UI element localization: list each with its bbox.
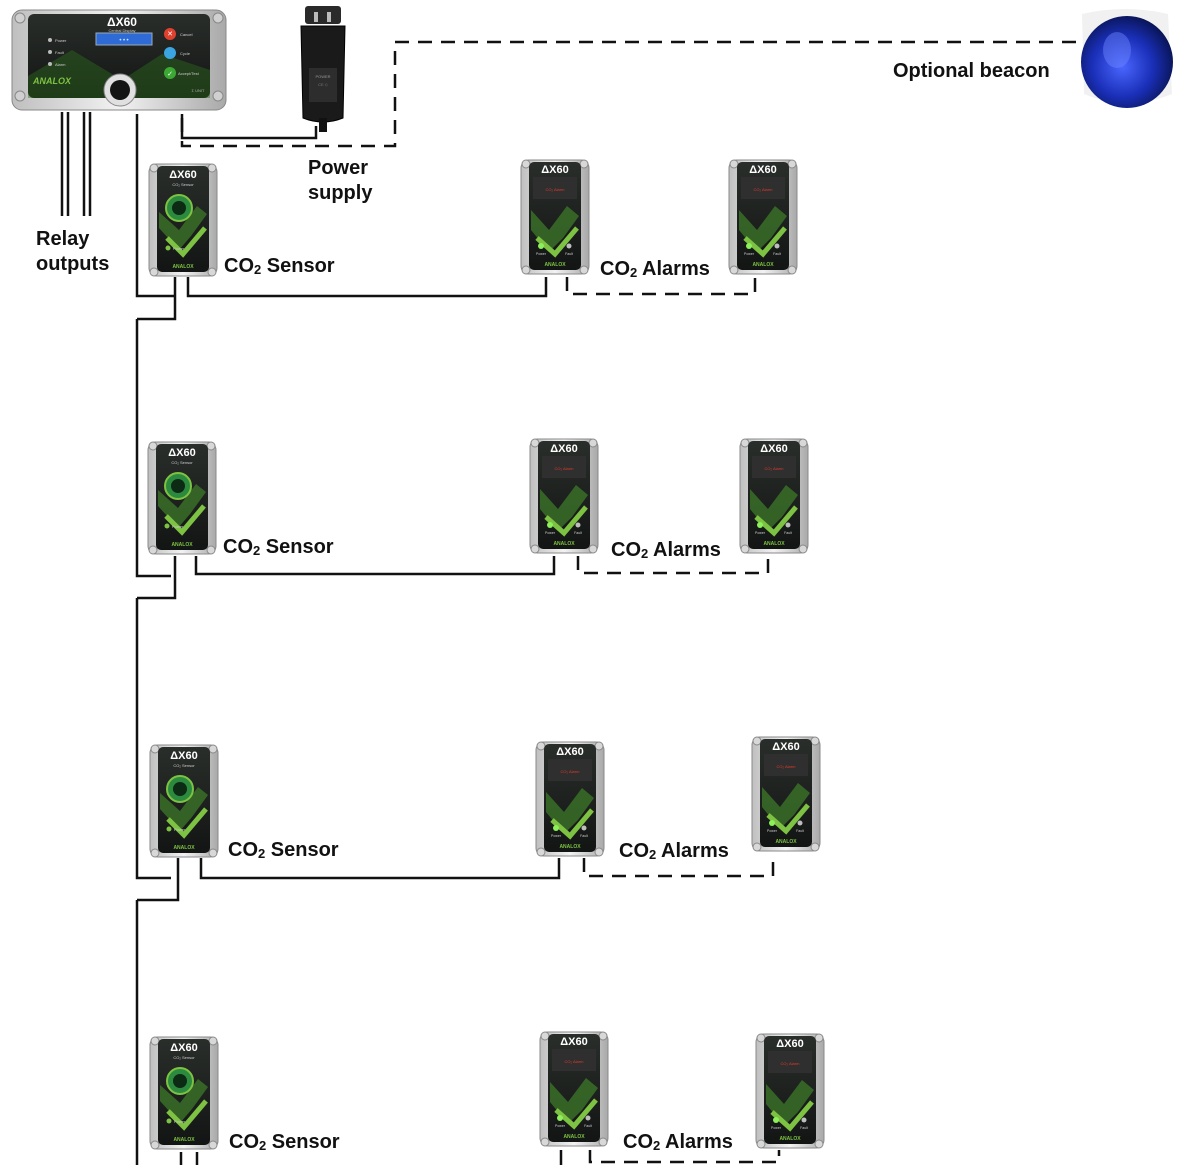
bus-link-wire — [137, 858, 180, 902]
svg-text:✕: ✕ — [167, 30, 173, 38]
co2-alarm-unit — [540, 1032, 608, 1146]
beacon-wire — [180, 40, 1082, 148]
co2-sensor-label: CO2 Sensor — [229, 1131, 340, 1153]
svg-text:Power: Power — [55, 38, 67, 43]
bus-wire — [135, 319, 171, 578]
bus-link-wire — [137, 277, 177, 321]
power-supply-label: Power supply — [308, 156, 372, 206]
co2-alarms-label: CO2 Alarms — [611, 539, 721, 561]
alarm-link-wire — [576, 556, 770, 575]
co2-alarm-unit — [536, 742, 604, 856]
central-display-unit: ΔX60 Central Display ••• Power Fault Ala… — [11, 9, 227, 111]
svg-text:ANALOX: ANALOX — [32, 76, 72, 86]
alarm-link-wire — [565, 277, 757, 296]
power-label-line: supply — [308, 182, 373, 204]
relay-outputs-label: Relay outputs — [36, 227, 109, 277]
svg-text:POWER: POWER — [315, 74, 330, 79]
co2-sensor-unit — [150, 1037, 218, 1149]
co2-sensor-label: CO2 Sensor — [228, 839, 339, 861]
optional-wiring — [180, 40, 1082, 1164]
power-supply-adapter: POWER CE ◇ — [300, 6, 346, 132]
optional-beacon-label: Optional beacon — [893, 60, 1050, 82]
svg-text:CE ◇: CE ◇ — [318, 82, 329, 87]
bus-wire — [135, 114, 171, 298]
co2-sensor-unit — [149, 164, 217, 276]
co2-alarms-label: CO2 Alarms — [623, 1131, 733, 1153]
co2-alarm-unit — [740, 439, 808, 553]
sensor-to-alarm-wire — [194, 556, 556, 576]
sensor-to-alarm-wire — [199, 858, 561, 880]
power-cable — [180, 114, 318, 140]
bus-wire — [135, 598, 171, 880]
co2-alarm-unit — [752, 737, 820, 851]
co2-alarms-label: CO2 Alarms — [619, 840, 729, 862]
relay-label-line: Relay — [36, 228, 90, 250]
alarm-link-wire — [588, 1150, 781, 1164]
svg-text:Cancel: Cancel — [180, 32, 193, 37]
relay-label-line: outputs — [36, 253, 110, 275]
co2-alarm-unit — [756, 1034, 824, 1148]
co2-alarms-label: CO2 Alarms — [600, 258, 710, 280]
wiring — [60, 112, 563, 1165]
svg-text:Central Display: Central Display — [108, 28, 135, 33]
co2-alarm-unit — [530, 439, 598, 553]
svg-text:ΔX60: ΔX60 — [107, 15, 137, 29]
bus-link-wire — [137, 556, 177, 600]
co2-sensor-label: CO2 Sensor — [224, 255, 335, 277]
svg-text:Cycle: Cycle — [180, 51, 191, 56]
sensor-to-alarm-wire — [186, 277, 548, 298]
svg-text:Fault: Fault — [55, 50, 65, 55]
svg-text:✓: ✓ — [167, 70, 173, 78]
co2-sensor-unit — [150, 745, 218, 857]
power-label-line: Power — [308, 157, 369, 179]
co2-alarm-unit — [521, 160, 589, 274]
co2-sensor-unit — [148, 442, 216, 554]
alarm-link-wire — [582, 858, 775, 878]
beacon-light — [1081, 9, 1173, 108]
svg-text:Accept/Test: Accept/Test — [178, 71, 200, 76]
svg-text:Alarm: Alarm — [55, 62, 66, 67]
co2-sensor-label: CO2 Sensor — [223, 536, 334, 558]
co2-alarm-unit — [729, 160, 797, 274]
svg-text:Σ UNIT: Σ UNIT — [192, 88, 205, 93]
svg-text:•••: ••• — [119, 37, 130, 44]
